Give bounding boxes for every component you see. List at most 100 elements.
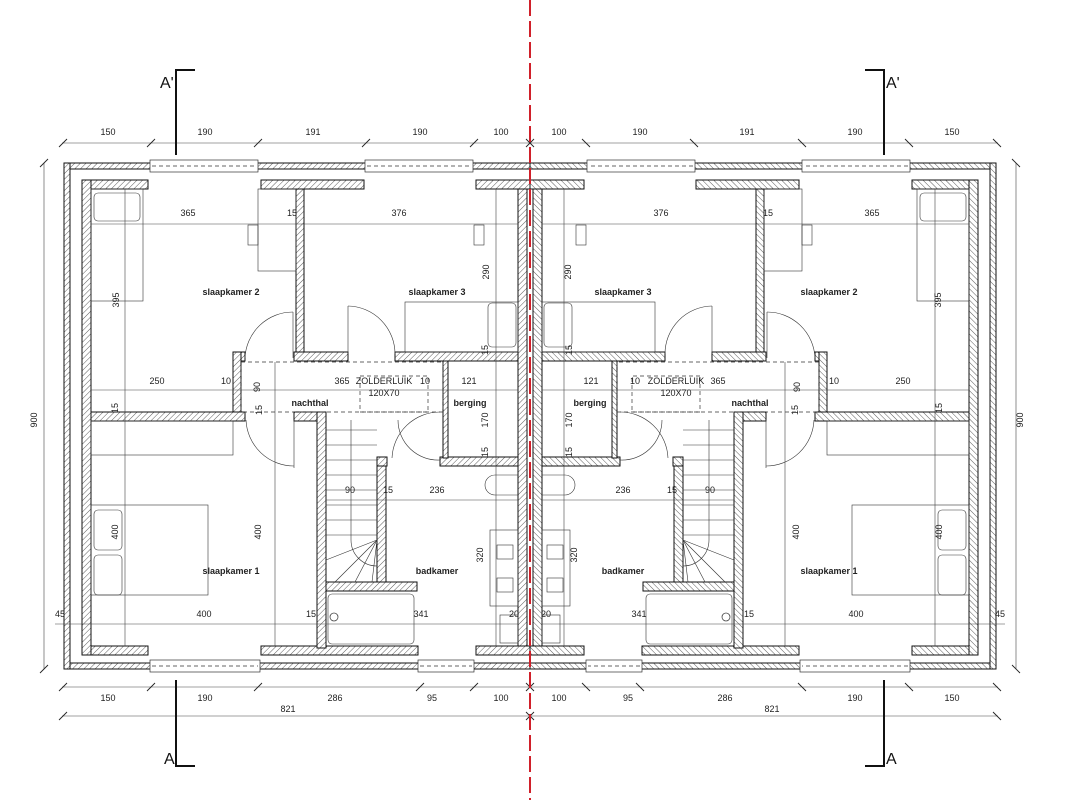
- room-label-left: badkamer: [416, 566, 459, 576]
- dimension-label-right: 250: [895, 376, 910, 386]
- dimension-label-left: 15: [480, 447, 490, 457]
- right-unit: [525, 138, 1021, 721]
- dimension-label-right: 290: [563, 264, 573, 279]
- section-label-top-left: A': [160, 75, 174, 92]
- dimension-label-right: 400: [791, 524, 801, 539]
- dimension-label-right: 90: [705, 485, 715, 495]
- dimension-label-left: 236: [429, 485, 444, 495]
- dimension-label-left: 15: [287, 208, 297, 218]
- dimension-label-left: 10: [221, 376, 231, 386]
- dimension-label-right: 320: [569, 547, 579, 562]
- dimension-label-left: 286: [327, 693, 342, 703]
- dimension-label-right: 45: [995, 609, 1005, 619]
- room-label-left: nachthal: [291, 398, 328, 408]
- dimension-label-right: 15: [744, 609, 754, 619]
- dimension-label-left: 150: [100, 693, 115, 703]
- dimension-label-right: 170: [564, 412, 574, 427]
- room-label-left: slaapkamer 1: [202, 566, 259, 576]
- dimension-label-right: 15: [667, 485, 677, 495]
- dimension-label-left: 190: [197, 127, 212, 137]
- dimension-label-left: 290: [481, 264, 491, 279]
- dimension-label-right: 341: [631, 609, 646, 619]
- room-label-right: badkamer: [602, 566, 645, 576]
- room-label-right: berging: [574, 398, 607, 408]
- dimension-label-right: 190: [632, 127, 647, 137]
- dimension-label-right: 100: [551, 693, 566, 703]
- room-label-left: slaapkamer 3: [408, 287, 465, 297]
- dimension-label-left: ZOLDERLUIK: [356, 376, 413, 386]
- dimension-label-right: 15: [564, 447, 574, 457]
- dimension-label-right: ZOLDERLUIK: [648, 376, 705, 386]
- dimension-label-right: 15: [564, 345, 574, 355]
- section-label-bottom-left: A: [164, 751, 175, 768]
- room-label-right: slaapkamer 3: [594, 287, 651, 297]
- room-label-right: slaapkamer 2: [800, 287, 857, 297]
- section-label-top-right: A': [886, 75, 900, 92]
- dimension-label-right: 90: [792, 382, 802, 392]
- dimension-label-left: 376: [391, 208, 406, 218]
- dimension-label-right: 190: [847, 127, 862, 137]
- dimension-label-left: 15: [480, 345, 490, 355]
- dimension-label-right: 365: [710, 376, 725, 386]
- dimension-label-right: 121: [583, 376, 598, 386]
- dimension-label-left: 100: [493, 127, 508, 137]
- plan-labels: 150 190 191 190 100 150 190 286 95 100 821 900 365 15…: [29, 127, 1025, 714]
- dimension-label-right: 10: [630, 376, 640, 386]
- room-label-left: slaapkamer 2: [202, 287, 259, 297]
- section-label-bottom-right: A: [886, 751, 897, 768]
- dimension-label-left: 190: [197, 693, 212, 703]
- dimension-label-left: 150: [100, 127, 115, 137]
- dimension-label-right: 286: [717, 693, 732, 703]
- dimension-label-right: 100: [551, 127, 566, 137]
- dimension-label-left: 20: [509, 609, 519, 619]
- section-marker-bottom-left: [175, 680, 195, 767]
- section-marker-top-left: [175, 69, 195, 155]
- dimension-label-left: 120X70: [368, 388, 399, 398]
- dimension-label-right: 236: [615, 485, 630, 495]
- dimension-label-left: 90: [252, 382, 262, 392]
- dimension-label-right: 821: [764, 704, 779, 714]
- section-marker-top-right: [865, 69, 885, 155]
- dimension-label-right: 20: [541, 609, 551, 619]
- dimension-label-left: 821: [280, 704, 295, 714]
- dimension-label-right: 150: [944, 693, 959, 703]
- dimension-label-left: 365: [180, 208, 195, 218]
- room-label-left: berging: [454, 398, 487, 408]
- dimension-label-left: 400: [253, 524, 263, 539]
- dimension-label-left: 90: [345, 485, 355, 495]
- dimension-label-right: 15: [790, 405, 800, 415]
- section-marker-bottom-right: [865, 680, 885, 767]
- dimension-label-left: 15: [383, 485, 393, 495]
- dimension-label-left: 100: [493, 693, 508, 703]
- left-unit: [39, 138, 535, 721]
- dimension-label-left: 45: [55, 609, 65, 619]
- dimension-label-right: 150: [944, 127, 959, 137]
- dimension-label-left: 15: [254, 405, 264, 415]
- dimension-label-right: 190: [847, 693, 862, 703]
- dimension-label-right: 900: [1015, 412, 1025, 427]
- dimension-label-right: 400: [848, 609, 863, 619]
- dimension-label-left: 191: [305, 127, 320, 137]
- dimension-label-left: 400: [110, 524, 120, 539]
- dimension-label-left: 170: [480, 412, 490, 427]
- dimension-label-left: 320: [475, 547, 485, 562]
- dimension-label-right: 400: [934, 524, 944, 539]
- dimension-label-left: 341: [413, 609, 428, 619]
- dimension-label-right: 376: [653, 208, 668, 218]
- dimension-label-left: 900: [29, 412, 39, 427]
- dimension-label-right: 15: [763, 208, 773, 218]
- dimension-label-left: 15: [306, 609, 316, 619]
- dimension-label-right: 15: [934, 403, 944, 413]
- dimension-label-left: 400: [196, 609, 211, 619]
- dimension-label-left: 95: [427, 693, 437, 703]
- dimension-label-right: 365: [864, 208, 879, 218]
- dimension-label-left: 15: [110, 403, 120, 413]
- dimension-label-right: 395: [933, 292, 943, 307]
- dimension-label-left: 190: [412, 127, 427, 137]
- dimension-label-left: 121: [461, 376, 476, 386]
- dimension-label-right: 120X70: [660, 388, 691, 398]
- dimension-label-right: 10: [829, 376, 839, 386]
- dimension-label-right: 95: [623, 693, 633, 703]
- dimension-label-left: 365: [334, 376, 349, 386]
